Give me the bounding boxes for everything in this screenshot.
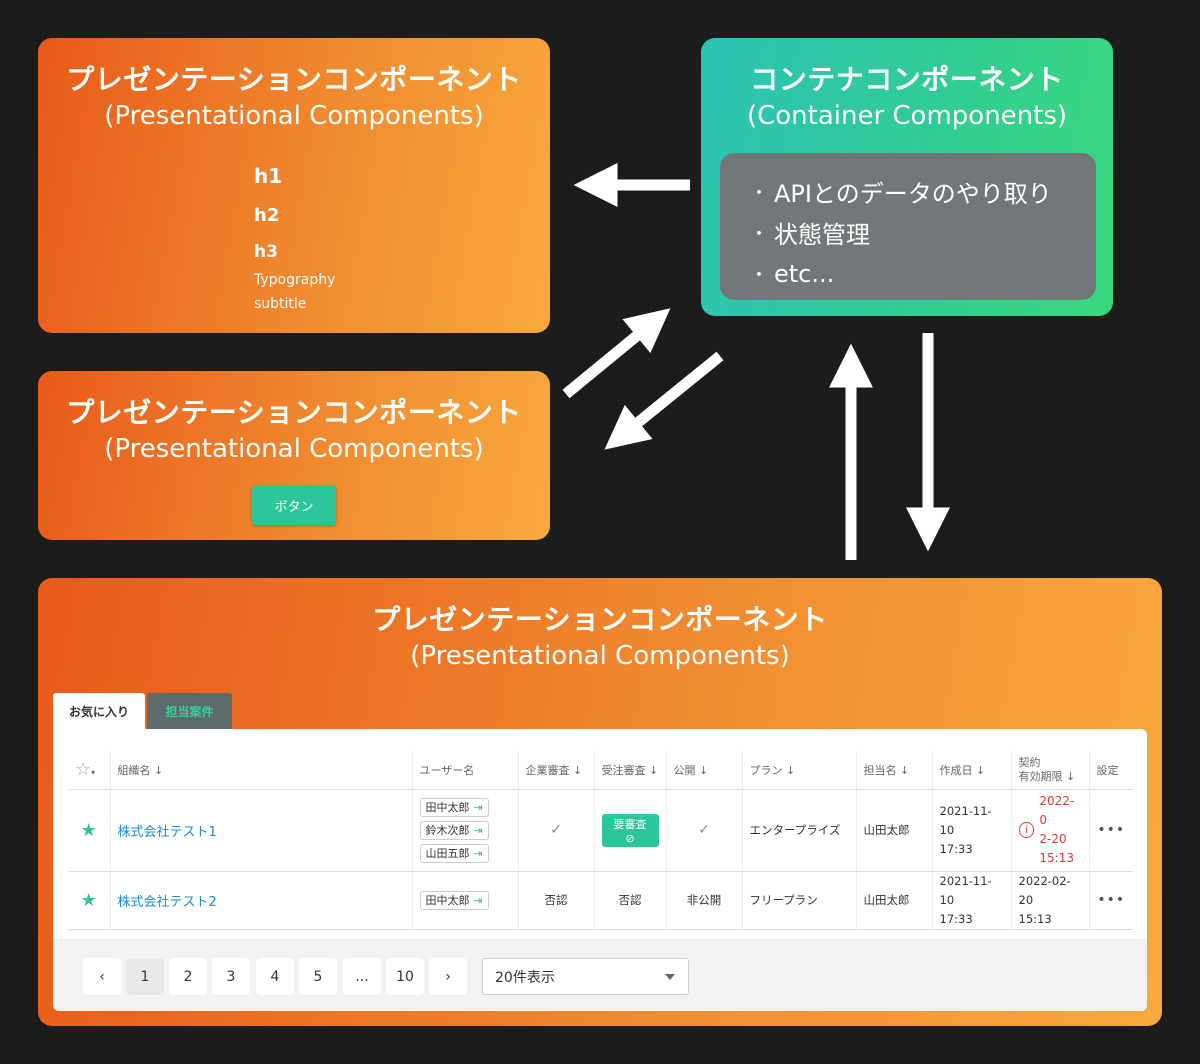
star-filled-icon[interactable]: ★ <box>68 871 110 930</box>
page-size-select[interactable]: 20件表示 <box>482 958 689 995</box>
list-item: ・APIとのデータのやり取り <box>750 180 1052 208</box>
login-icon: ⇥ <box>473 893 483 907</box>
column-header[interactable]: 公開 ↓ <box>665 751 742 790</box>
presentational-button-panel: プレゼンテーションコンポーネント (Presentational Compone… <box>38 371 550 540</box>
panel-subtitle: (Presentational Components) <box>104 434 484 464</box>
page-button[interactable]: 5 <box>299 958 337 995</box>
panel-subtitle: (Presentational Components) <box>104 101 484 131</box>
owner-cell: 山田太郎 <box>855 871 932 930</box>
column-header[interactable]: プラン ↓ <box>741 751 856 790</box>
container-components-panel: コンテナコンポーネント (Container Components) ・APIと… <box>701 38 1113 316</box>
typography-h3: h3 <box>254 242 278 262</box>
more-options-icon[interactable]: ••• <box>1097 892 1126 908</box>
table-row: ★ 株式会社テスト1 田中太郎⇥ 鈴木次郎⇥ 山田五郎⇥ ✓ 要審査 ⊘ ✓ エ… <box>68 789 1133 872</box>
presentational-table-panel: プレゼンテーションコンポーネント (Presentational Compone… <box>38 578 1162 1026</box>
order-review-cell: 否認 <box>593 871 666 930</box>
page-ellipsis: ... <box>343 958 381 995</box>
list-item: ・etc... <box>750 259 835 288</box>
user-chip[interactable]: 山田五郎⇥ <box>419 843 489 863</box>
panel-subtitle: (Presentational Components) <box>410 641 790 671</box>
page-button[interactable]: 3 <box>212 958 250 995</box>
column-header[interactable]: 企業審査 ↓ <box>517 751 594 790</box>
demo-button[interactable]: ボタン <box>252 486 336 525</box>
typography-h1: h1 <box>254 164 283 188</box>
owner-cell: 山田太郎 <box>855 789 932 872</box>
panel-title: プレゼンテーションコンポーネント <box>66 63 522 96</box>
column-header[interactable]: 作成日 ↓ <box>931 751 1011 790</box>
table-card: ☆▾ 組織名 ↓ ユーザー名 企業審査 ↓ 受注審査 ↓ 公開 ↓ プラン ↓ … <box>53 729 1147 1011</box>
company-review-cell: 否認 <box>517 871 594 930</box>
login-icon: ⇥ <box>473 823 483 837</box>
page-button[interactable]: 4 <box>256 958 294 995</box>
plan-cell: フリープラン <box>741 871 856 930</box>
star-filled-icon[interactable]: ★ <box>68 789 110 872</box>
typography-body: Typography <box>254 272 336 288</box>
column-header[interactable]: 受注審査 ↓ <box>593 751 666 790</box>
user-chip[interactable]: 田中太郎⇥ <box>419 890 489 910</box>
more-options-icon[interactable]: ••• <box>1097 822 1126 838</box>
responsibilities-list: ・APIとのデータのやり取り ・状態管理 ・etc... <box>720 153 1096 300</box>
login-icon: ⇥ <box>473 846 483 860</box>
presentational-typography-panel: プレゼンテーションコンポーネント (Presentational Compone… <box>38 38 550 333</box>
org-name-link[interactable]: 株式会社テスト1 <box>117 824 217 840</box>
check-icon: ✓ <box>550 822 562 838</box>
column-header: ユーザー名 <box>411 751 518 790</box>
prev-page-button[interactable]: ‹ <box>83 958 121 995</box>
plan-cell: エンタープライズ <box>741 789 856 872</box>
list-item: ・状態管理 <box>750 221 870 249</box>
login-icon: ⇥ <box>473 800 483 814</box>
arrow-button-to-container <box>562 308 671 399</box>
column-header[interactable]: 組織名 ↓ <box>109 751 412 790</box>
review-required-badge: 要審査 ⊘ <box>601 813 659 847</box>
panel-title: プレゼンテーションコンポーネント <box>66 396 522 429</box>
org-name-link[interactable]: 株式会社テスト2 <box>117 894 217 910</box>
panel-title: プレゼンテーションコンポーネント <box>372 603 828 636</box>
chevron-down-icon <box>665 974 675 980</box>
pagination-bar: ‹ 1 2 3 4 5 ... 10 › 20件表示 <box>53 939 1147 1011</box>
favorite-sort-header[interactable]: ☆▾ <box>68 751 110 790</box>
warning-icon: i <box>1018 822 1035 838</box>
typography-h2: h2 <box>254 205 280 226</box>
organizations-table: ☆▾ 組織名 ↓ ユーザー名 企業審査 ↓ 受注審査 ↓ 公開 ↓ プラン ↓ … <box>68 751 1133 930</box>
panel-title: コンテナコンポーネント <box>750 63 1064 96</box>
column-header[interactable]: 契約有効期限 ↓ <box>1010 751 1089 790</box>
user-chip[interactable]: 田中太郎⇥ <box>419 797 489 817</box>
tab-favorites[interactable]: お気に入り <box>53 693 145 729</box>
panel-subtitle: (Container Components) <box>746 101 1068 131</box>
page-button[interactable]: 10 <box>386 958 424 995</box>
column-header[interactable]: 担当名 ↓ <box>855 751 932 790</box>
user-chip[interactable]: 鈴木次郎⇥ <box>419 820 489 840</box>
page-button[interactable]: 1 <box>126 958 164 995</box>
column-header: 設定 <box>1088 751 1133 790</box>
star-outline-icon[interactable]: ☆ <box>75 759 92 781</box>
public-cell: 非公開 <box>665 871 742 930</box>
table-row: ★ 株式会社テスト2 田中太郎⇥ 否認 否認 非公開 フリープラン 山田太郎 2… <box>68 871 1133 930</box>
arrow-container-to-button <box>604 351 724 450</box>
page-button[interactable]: 2 <box>169 958 207 995</box>
check-icon: ✓ <box>698 822 710 838</box>
typography-subtitle: subtitle <box>254 296 307 312</box>
tab-assigned-cases[interactable]: 担当案件 <box>147 693 232 729</box>
next-page-button[interactable]: › <box>429 958 467 995</box>
